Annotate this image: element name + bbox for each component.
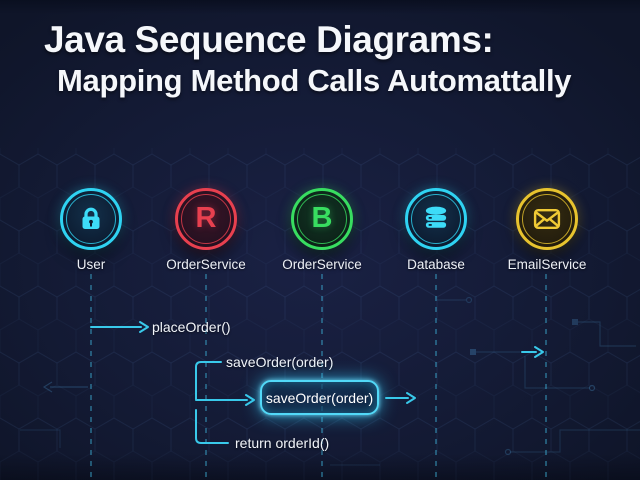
emailservice-circle	[516, 188, 578, 250]
message-save-order: saveOrder(order)	[226, 354, 334, 370]
arrowhead-email-service	[534, 346, 544, 358]
actor-label-orderservice-1: OrderService	[166, 257, 246, 272]
b-logo-icon: B	[311, 201, 333, 234]
message-place-order: placeOrder()	[152, 319, 231, 335]
bracket-return-orderid	[195, 409, 229, 444]
lifelines	[90, 274, 547, 480]
orderservice-b-circle: B	[291, 188, 353, 250]
arrowhead-into-box	[245, 394, 255, 406]
lock-icon	[82, 207, 100, 229]
message-arrows	[90, 321, 544, 444]
actor-label-orderservice-2: OrderService	[282, 257, 362, 272]
circuit-traces	[20, 296, 640, 466]
actor-label-database: Database	[407, 257, 465, 272]
highlighted-save-order-box: saveOrder(order)	[260, 380, 379, 415]
user-avatar-circle	[60, 188, 122, 250]
actor-label-emailservice: EmailService	[507, 257, 587, 272]
bracket-save-order	[195, 361, 222, 400]
database-circle	[405, 188, 467, 250]
arrowhead-place-order	[139, 321, 149, 333]
r-logo-icon: R	[195, 201, 217, 234]
orderservice-r-circle: R	[175, 188, 237, 250]
page-title-line2: Mapping Method Calls Automattally	[57, 63, 572, 98]
database-icon	[425, 206, 447, 228]
message-return-orderid: return orderId()	[235, 435, 330, 451]
arrowhead-out-of-box	[406, 392, 416, 404]
envelope-icon	[533, 209, 561, 229]
page-title-line1: Java Sequence Diagrams:	[44, 19, 494, 60]
actor-label-user: User	[76, 257, 106, 272]
